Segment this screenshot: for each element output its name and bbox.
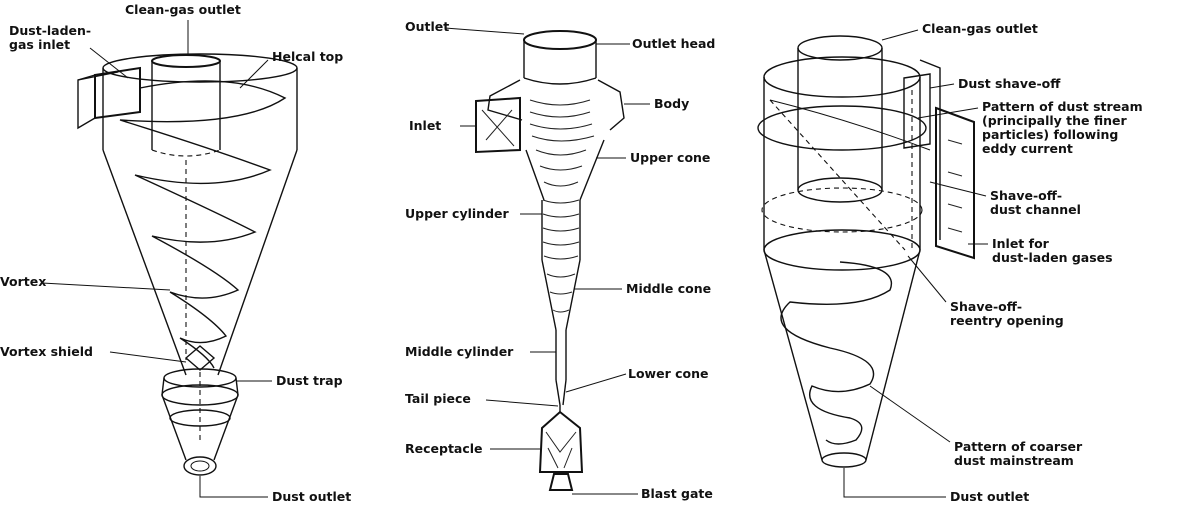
receptacle: [540, 412, 582, 472]
label-dust-shave-off: Dust shave-off: [958, 77, 1060, 91]
left-outlet-pipe-top: [152, 55, 220, 67]
label-clean-gas-outlet-right: Clean-gas outlet: [922, 22, 1038, 36]
label-middle-cylinder: Middle cylinder: [405, 345, 513, 359]
label-upper-cone: Upper cone: [630, 151, 710, 165]
label-shave-off-dust-channel: Shave-off- dust channel: [990, 189, 1081, 217]
outlet-head: [524, 31, 596, 49]
label-dust-outlet-left: Dust outlet: [272, 490, 351, 504]
dust-shave-off: [904, 74, 930, 148]
label-body: Body: [654, 97, 689, 111]
label-pattern-fine-dust: Pattern of dust stream (principally the …: [982, 100, 1143, 156]
right-inlet-box: [936, 108, 974, 258]
middle-cyclone: [445, 28, 650, 494]
blast-gate: [550, 474, 572, 490]
right-dust-outlet: [822, 453, 866, 467]
label-inlet-dust-laden-gases: Inlet for dust-laden gases: [992, 237, 1113, 265]
label-helical-top: Helcal top: [272, 50, 343, 64]
label-outlet-head: Outlet head: [632, 37, 715, 51]
label-upper-cylinder: Upper cylinder: [405, 207, 509, 221]
label-blast-gate: Blast gate: [641, 487, 713, 501]
right-cyclone: [758, 30, 988, 497]
left-cyclone: [42, 20, 297, 497]
label-dust-laden-gas-inlet: Dust-laden- gas inlet: [9, 24, 91, 52]
label-receptacle: Receptacle: [405, 442, 483, 456]
vortex-shield: [186, 346, 214, 370]
label-shave-off-reentry-opening: Shave-off- reentry opening: [950, 300, 1064, 328]
label-middle-cone: Middle cone: [626, 282, 711, 296]
middle-inlet-box: [476, 98, 520, 152]
right-cylinder-top: [764, 57, 920, 97]
label-pattern-coarse-dust: Pattern of coarser dust mainstream: [954, 440, 1082, 468]
label-vortex: Vortex: [0, 275, 46, 289]
label-clean-gas-outlet-left: Clean-gas outlet: [125, 3, 241, 17]
label-vortex-shield: Vortex shield: [0, 345, 93, 359]
left-top-rim: [103, 54, 297, 82]
label-outlet: Outlet: [405, 20, 449, 34]
middle-swirl-texture: [530, 100, 594, 312]
label-tail-piece: Tail piece: [405, 392, 471, 406]
label-lower-cone: Lower cone: [628, 367, 708, 381]
label-inlet: Inlet: [409, 119, 441, 133]
left-helix: [120, 81, 285, 368]
right-coarse-spiral: [781, 262, 891, 444]
label-dust-outlet-right: Dust outlet: [950, 490, 1029, 504]
left-dust-outlet: [184, 457, 216, 475]
label-dust-trap: Dust trap: [276, 374, 343, 388]
